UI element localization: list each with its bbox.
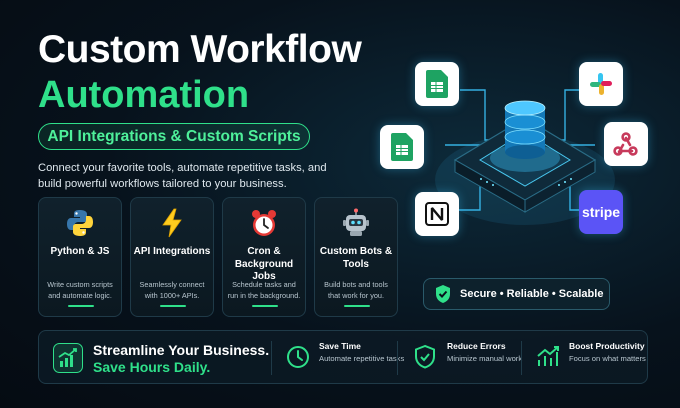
stripe-tile: stripe [579,190,623,234]
card-desc: Seamlessly connect with 1000+ APIs. [139,280,205,300]
card-python-js: Python & JS Write custom scripts and aut… [38,197,122,317]
card-title: API Integrations [133,246,211,257]
card-title: Cron & Background Jobs [234,246,294,282]
feature-desc: Minimize manual work [447,354,523,363]
bottom-headline-2: Save Hours Daily. [93,359,211,375]
title-line-2: Automation [38,74,250,116]
notion-icon [425,202,449,226]
notion-tile [415,192,459,236]
feature-desc: Focus on what matters [569,354,646,363]
clock-icon [285,344,311,375]
card-api-integrations: API Integrations Seamlessly connect with… [130,197,214,317]
benefits-bar: Streamline Your Business. Save Hours Dai… [38,330,648,384]
card-accent-bar [160,305,186,307]
bottom-headline-1: Streamline Your Business. [93,342,270,358]
google-sheets-icon [391,133,413,161]
slack-tile [579,62,623,106]
card-accent-bar [252,305,278,307]
lightning-icon [131,208,213,238]
slack-icon [590,73,612,95]
card-title: Custom Bots & Tools [319,246,393,270]
card-accent-bar [68,305,94,307]
shield-check-icon [434,284,452,304]
title-line-1: Custom Workflow [38,28,362,71]
divider [521,341,522,375]
robot-icon [315,208,397,238]
webhook-tile [604,122,648,166]
divider [397,341,398,375]
integration-diagram [435,89,615,225]
card-custom-bots: Custom Bots & Tools Build bots and tools… [314,197,398,317]
google-sheets-tile-1 [415,62,459,106]
growth-chart-icon [535,344,561,375]
python-logo-icon [39,208,121,238]
database-server-icon [504,100,546,159]
card-desc: Write custom scripts and automate logic. [47,280,113,300]
description: Connect your favorite tools, automate re… [38,162,327,190]
stripe-icon: stripe [581,204,621,220]
secure-label: Secure • Reliable • Scalable [460,288,604,300]
subtitle-pill: API Integrations & Custom Scripts [38,123,310,150]
card-accent-bar [344,305,370,307]
webhook-icon [613,132,638,156]
feature-cards: Python & JS Write custom scripts and aut… [38,197,398,317]
card-cron-jobs: Cron & Background Jobs Schedule tasks an… [222,197,306,317]
google-sheets-tile-2 [380,125,424,169]
feature-title: Reduce Errors [447,341,506,351]
secure-badge: Secure • Reliable • Scalable [423,278,610,310]
divider [271,341,272,375]
card-desc: Schedule tasks and run in the background… [227,280,301,300]
alarm-clock-icon [223,208,305,238]
card-title: Python & JS [50,246,110,257]
card-desc: Build bots and tools that work for you. [324,280,388,300]
growth-chart-icon [53,343,83,378]
shield-check-icon [413,344,437,375]
google-sheets-icon [426,70,448,98]
feature-title: Save Time [319,341,361,351]
feature-desc: Automate repetitive tasks [319,354,405,363]
feature-title: Boost Productivity [569,341,645,351]
